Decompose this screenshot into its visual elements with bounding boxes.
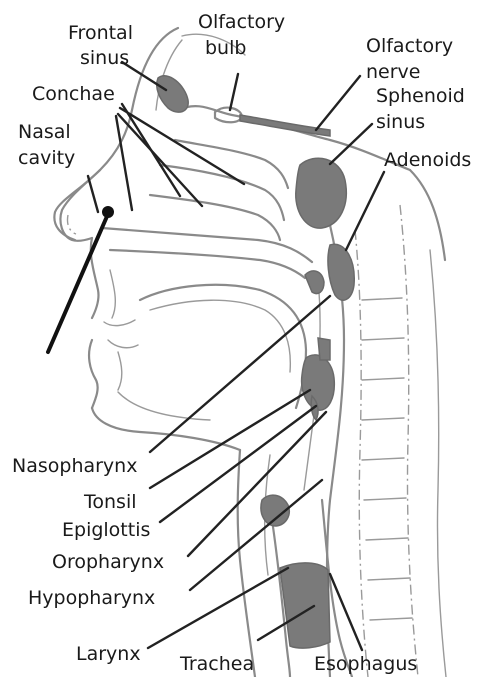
label-olfactory-nerve-line2: nerve — [366, 61, 420, 83]
label-nasal-cavity-line2: cavity — [18, 147, 75, 169]
leader-sphenoid-sinus — [330, 124, 372, 164]
lower-lip — [89, 340, 98, 408]
label-larynx: Larynx — [76, 643, 141, 665]
tongue-inner — [150, 300, 290, 372]
leader-larynx — [148, 568, 288, 648]
label-adenoids: Adenoids — [384, 149, 471, 171]
leader-adenoids — [346, 172, 384, 250]
label-hypopharynx: Hypopharynx — [28, 587, 155, 609]
leader-nasal-cavity — [88, 176, 98, 212]
nose-outline — [60, 170, 100, 241]
nose-inner — [67, 215, 76, 234]
label-sphenoid-sinus-line2: sinus — [376, 111, 425, 133]
concha-superior — [175, 140, 288, 188]
label-nasal-cavity-line1: Nasal — [18, 121, 71, 143]
jaw-inner — [118, 392, 210, 420]
label-sphenoid-sinus-line1: Sphenoid — [376, 85, 465, 107]
soft-palate-shape — [305, 271, 324, 294]
teeth-lower — [108, 340, 138, 390]
label-esophagus: Esophagus — [314, 653, 417, 675]
leader-conchae-4 — [116, 116, 132, 210]
leader-olfactory-bulb — [230, 74, 238, 110]
leader-tonsil — [150, 390, 310, 488]
label-frontal-sinus-line2: sinus — [80, 47, 129, 69]
sphenoid-sinus-shape — [296, 158, 347, 228]
label-olfactory-nerve-line1: Olfactory — [366, 35, 453, 57]
label-nasopharynx: Nasopharynx — [12, 455, 137, 477]
leader-conchae-1 — [118, 114, 202, 206]
frontal-sinus-shape — [157, 76, 188, 112]
hard-palate-lower — [110, 250, 305, 278]
label-conchae: Conchae — [32, 83, 115, 105]
spine-outer — [430, 250, 446, 677]
vertebrae — [362, 298, 412, 620]
neck-front — [238, 450, 255, 677]
spine-back — [400, 205, 418, 677]
label-trachea: Trachea — [179, 653, 254, 675]
upper-airway-shape — [318, 338, 330, 360]
label-olfactory-bulb-line1: Olfactory — [198, 11, 285, 33]
label-epiglottis: Epiglottis — [62, 519, 150, 541]
label-olfactory-bulb-line2: bulb — [205, 37, 246, 59]
tonsil-shape — [302, 355, 335, 410]
label-tonsil: Tonsil — [83, 491, 137, 513]
neck-back — [410, 170, 445, 260]
label-olfactory-bulb: Olfactory bulb — [198, 11, 291, 59]
teeth-upper — [104, 270, 135, 326]
nasal-pointer-dot — [102, 206, 114, 218]
adenoids-shape — [328, 244, 354, 300]
leader-conchae-3 — [122, 104, 180, 196]
label-olfactory-nerve: Olfactory nerve — [366, 35, 459, 83]
label-nasal-cavity: Nasal cavity — [18, 121, 77, 169]
label-frontal-sinus: Frontal sinus — [68, 22, 139, 69]
trachea-shape — [280, 563, 330, 648]
hard-palate — [102, 228, 312, 262]
label-oropharynx: Oropharynx — [52, 551, 164, 573]
leader-olfactory-nerve — [316, 76, 360, 130]
leader-conchae-2 — [120, 108, 244, 184]
label-sphenoid-sinus: Sphenoid sinus — [376, 85, 471, 133]
nasal-pointer — [48, 214, 108, 352]
spine-front — [355, 230, 368, 677]
olfactory-nerve-shape — [240, 115, 330, 136]
label-frontal-sinus-line1: Frontal — [68, 22, 133, 44]
